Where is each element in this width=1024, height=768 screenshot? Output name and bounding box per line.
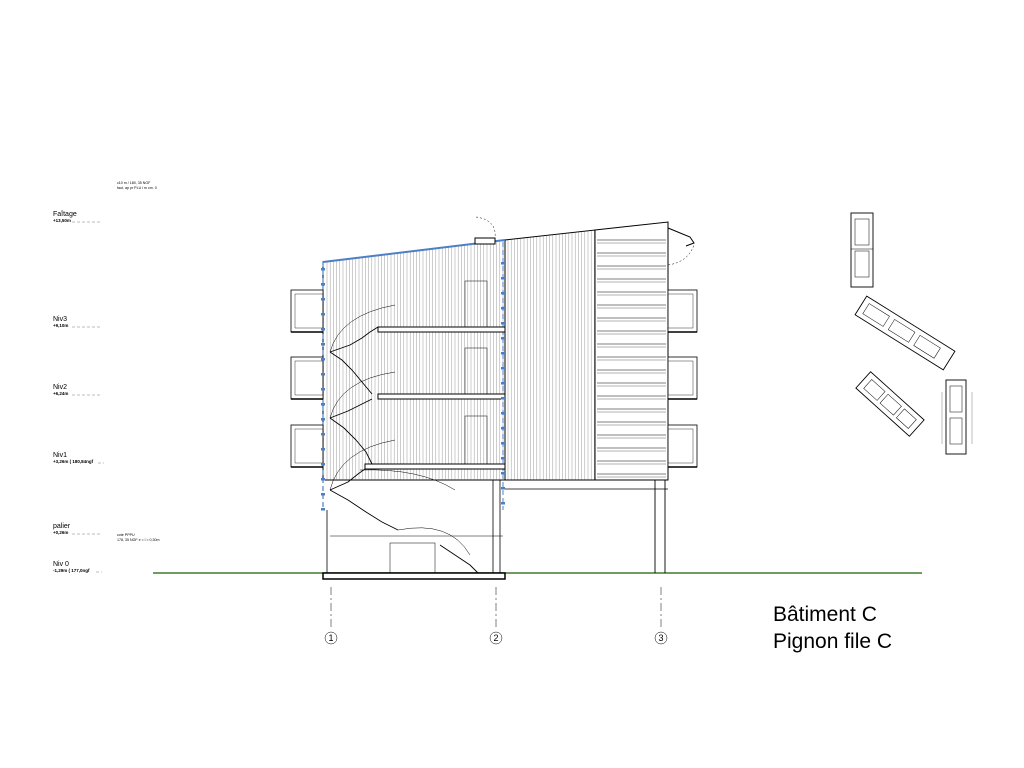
door-top bbox=[464, 280, 488, 328]
level-elevation: +6,24m bbox=[53, 391, 68, 396]
level-faitage: Faîtage +13,50m bbox=[53, 211, 100, 223]
slab-niv3 bbox=[377, 326, 506, 333]
level-name: palier bbox=[53, 523, 71, 530]
frame-rails bbox=[597, 239, 666, 478]
roof-eave bbox=[667, 227, 695, 247]
level-elevation: -1,29m ( 177,0ngf bbox=[53, 568, 90, 573]
key-plan-module-diagonal bbox=[854, 295, 956, 371]
level-palier: palier +0,26m bbox=[53, 523, 100, 535]
axis-2: 2 bbox=[489, 587, 503, 645]
slab-ground bbox=[322, 572, 506, 580]
frame-outline bbox=[594, 221, 669, 481]
roof-hatch-swing bbox=[475, 216, 496, 239]
level-name: Niv2 bbox=[53, 384, 67, 391]
door-mid bbox=[464, 347, 488, 395]
level-elevation: +9,10m bbox=[53, 323, 68, 328]
building-elevation bbox=[290, 216, 698, 580]
key-plan bbox=[850, 212, 973, 455]
axis-label: 3 bbox=[658, 633, 663, 643]
note-top-line2: faut. ap pr PLU l m cm. 0 bbox=[117, 186, 157, 190]
balconies bbox=[290, 262, 698, 511]
grid-axes: 1 2 3 bbox=[324, 587, 668, 645]
level-elevation: +13,50m bbox=[53, 218, 71, 223]
roof-hatch bbox=[474, 237, 496, 245]
level-labels: Faîtage +13,50m Niv3 +9,10m Niv2 +6,24m … bbox=[53, 211, 104, 573]
level-niv2: Niv2 +6,24m bbox=[53, 384, 100, 396]
axis-label: 1 bbox=[328, 633, 333, 643]
right-cladding bbox=[507, 230, 595, 480]
title-view: Pignon file C bbox=[773, 630, 892, 653]
note-mid-line2: 178, 35 NGF e = l = 0,30m bbox=[117, 538, 160, 542]
key-plan-module-angled bbox=[855, 371, 925, 437]
title-building: Bâtiment C bbox=[773, 603, 877, 626]
level-niv3: Niv3 +9,10m bbox=[53, 316, 100, 328]
note-mid-line1: cote PPPU bbox=[117, 533, 135, 537]
level-name: Faîtage bbox=[53, 211, 77, 218]
axis-1: 1 bbox=[324, 587, 338, 645]
level-elevation: +3,26m ( 180,84ngf bbox=[53, 459, 94, 464]
level-name: Niv 0 bbox=[53, 561, 69, 568]
level-niv1: Niv1 +3,26m ( 180,84ngf bbox=[53, 452, 104, 464]
eave-door-swing bbox=[667, 244, 695, 266]
axis-label: 2 bbox=[493, 633, 498, 643]
notes: c10 m / 180, 35 NGF faut. ap pr PLU l m … bbox=[117, 181, 160, 542]
level-name: Niv1 bbox=[53, 452, 67, 459]
slab-niv2 bbox=[377, 393, 506, 400]
title-block: Bâtiment C Pignon file C bbox=[773, 603, 892, 653]
note-top-line1: c10 m / 180, 35 NGF bbox=[117, 181, 151, 185]
axis-3: 3 bbox=[654, 587, 668, 645]
level-niv0: Niv 0 -1,29m ( 177,0ngf bbox=[53, 561, 102, 573]
left-volume-outline bbox=[322, 239, 506, 481]
slab-niv1 bbox=[364, 463, 506, 470]
door-low bbox=[464, 415, 488, 465]
key-plan-module-vertical-right bbox=[941, 379, 973, 455]
key-plan-module-vertical-top bbox=[850, 212, 874, 288]
stairs bbox=[329, 304, 503, 574]
level-elevation: +0,26m bbox=[53, 530, 68, 535]
level-name: Niv3 bbox=[53, 316, 67, 323]
